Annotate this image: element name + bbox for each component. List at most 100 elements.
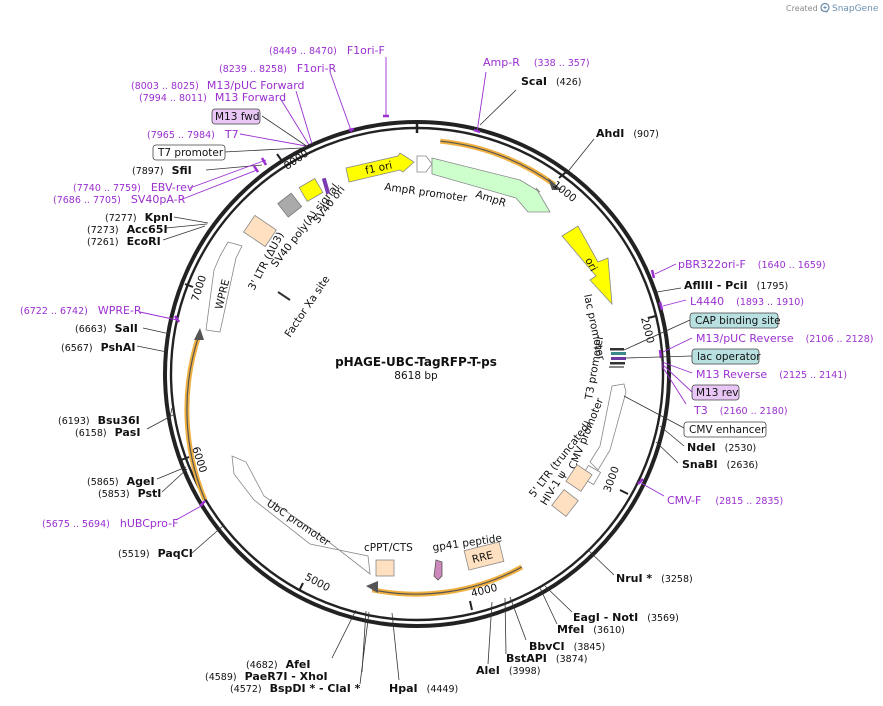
- backbone: [163, 120, 671, 628]
- feature-ubc-promoter: [231, 455, 371, 575]
- tick-label-3000: 3000: [602, 465, 622, 494]
- feature-rre: [463, 541, 505, 571]
- orf-arrow-left: [194, 328, 204, 340]
- site-bbvci[interactable]: BbvCI(3845): [529, 640, 605, 653]
- feature-label-rre: RRE: [471, 549, 495, 566]
- feature-ampr: [431, 157, 551, 213]
- feature-sv40-ori: [298, 178, 324, 202]
- primer-cmv-f[interactable]: CMV-F(2815 .. 2835): [667, 494, 783, 507]
- site-ndei[interactable]: NdeI(2530): [687, 441, 756, 454]
- restriction-sites: ScaI(426) AhdI(907) AflIII - PciI(1795) …: [58, 75, 788, 695]
- site-hpai[interactable]: HpaI(4449): [389, 682, 458, 695]
- site-alei[interactable]: AleI(3998): [476, 664, 540, 677]
- callout-cap-binding-site-box: [689, 312, 779, 329]
- primer-t3[interactable]: T3(2160 .. 2180): [693, 404, 788, 417]
- site-acc65i[interactable]: (7273)Acc65I: [87, 223, 168, 236]
- site-snabi[interactable]: SnaBI(2636): [682, 458, 758, 471]
- snapgene-brand-text: SnapGene: [832, 4, 879, 14]
- feature-wpre: [205, 241, 243, 333]
- site-nrui[interactable]: NruI *(3258): [616, 572, 693, 585]
- orf-arc-bottom: [371, 564, 524, 597]
- feature-label-f1-ori: f1 ori: [364, 160, 393, 177]
- tick-label-1000: 1000: [550, 179, 578, 205]
- site-agei[interactable]: (5865)AgeI: [87, 475, 155, 488]
- callout-m13-rev[interactable]: M13 rev: [696, 387, 739, 399]
- plasmid-length: 8618 bp: [394, 370, 438, 382]
- site-ecori[interactable]: (7261)EcoRI: [87, 235, 161, 248]
- callout-cmv-enhancer[interactable]: CMV enhancer: [689, 424, 766, 436]
- feature-5-ltr: [565, 464, 593, 492]
- primer-m13-forward[interactable]: (7994 .. 8011)M13 Forward: [139, 91, 286, 104]
- site-kpni[interactable]: (7277)KpnI: [105, 211, 173, 224]
- feature-lac-operator-region: [609, 348, 626, 368]
- site-psti[interactable]: (5853)PstI: [98, 487, 161, 500]
- callout-lac-operator[interactable]: lac operator: [697, 351, 761, 363]
- primer-f1ori-r[interactable]: (8239 .. 8258)F1ori-R: [219, 62, 336, 75]
- site-afliii-pcii[interactable]: AflIII - PciI(1795): [684, 279, 788, 292]
- feature-5-ltr-b: [551, 489, 579, 517]
- callout-m13-fwd-box: [211, 108, 261, 125]
- primer-m13-puc-reverse[interactable]: M13/pUC Reverse(2106 .. 2128): [696, 332, 873, 345]
- primer-amp-r[interactable]: Amp-R(338 .. 357): [483, 56, 590, 69]
- feature-label-ori: ori: [582, 256, 599, 274]
- site-paqci[interactable]: (5519)PaqCI: [118, 547, 193, 560]
- primer-t7[interactable]: (7965 .. 7984)T7: [147, 128, 239, 141]
- feature-cmv-promoter: [589, 383, 627, 471]
- site-afei[interactable]: (4682)AfeI: [246, 658, 310, 671]
- feature-f1-ori: [345, 152, 415, 183]
- plasmid-name: pHAGE-UBC-TagRFP-T-ps: [335, 355, 497, 369]
- site-sfii[interactable]: (7897)SfiI: [132, 164, 192, 177]
- site-bsu36i[interactable]: (6193)Bsu36I: [58, 414, 140, 427]
- tick-label-2000: 2000: [638, 316, 656, 345]
- orf-arcs: [184, 138, 562, 597]
- site-mfei[interactable]: MfeI(3610): [557, 623, 625, 636]
- feature-label-cppt-cts: cPPT/CTS: [364, 542, 413, 554]
- feature-small-marker: [321, 177, 331, 195]
- feature-label-ubc-promoter: UbC promoter: [264, 498, 332, 550]
- primer-m13-reverse[interactable]: M13 Reverse(2125 .. 2141): [696, 368, 847, 381]
- feature-label-ampr-promoter: AmpR promoter: [384, 181, 469, 205]
- primer-wpre-r[interactable]: (6722 .. 6742)WPRE-R: [20, 304, 142, 317]
- site-ahdi[interactable]: AhdI(907): [596, 127, 659, 140]
- callout-t7-promoter[interactable]: T7 promoter: [157, 147, 224, 159]
- feature-ori: [561, 225, 613, 306]
- site-sali[interactable]: (6663)SalI: [75, 322, 138, 335]
- boxed-callouts: CAP binding site lac operator M13 rev CM…: [152, 108, 781, 438]
- primer-pbr322ori-f[interactable]: pBR322ori-F(1640 .. 1659): [678, 258, 826, 271]
- snapgene-logo-icon: [820, 2, 830, 13]
- callout-m13-rev-box: [691, 384, 740, 401]
- primers: Amp-R(338 .. 357) pBR322ori-F(1640 .. 16…: [20, 44, 873, 530]
- callout-cmv-enhancer-box: [683, 421, 767, 438]
- primer-f1ori-f[interactable]: (8449 .. 8470)F1ori-F: [269, 44, 385, 57]
- site-scai[interactable]: ScaI(426): [521, 75, 582, 88]
- primer-hubcpro-f[interactable]: (5675 .. 5694)hUBCpro-F: [42, 517, 178, 530]
- callout-m13-fwd[interactable]: M13 fwd: [215, 111, 260, 123]
- created-by-text: Created by: [786, 4, 830, 13]
- feature-3-ltr: [243, 214, 277, 248]
- site-paer7i-xhoi[interactable]: (4589)PaeR7I - XhoI: [205, 670, 328, 683]
- tick-label-7000: 7000: [189, 274, 209, 303]
- site-pshai[interactable]: (6567)PshAI: [61, 341, 135, 354]
- callout-cap-binding-site[interactable]: CAP binding site: [695, 315, 781, 327]
- feature-factor-xa-site: [277, 291, 291, 301]
- site-bstapi[interactable]: BstAPI(3874): [506, 652, 587, 665]
- primer-l4440[interactable]: L4440(1893 .. 1910): [690, 295, 804, 308]
- feature-label-factor-xa: Factor Xa site: [283, 274, 333, 340]
- site-eagi-noti[interactable]: EagI - NotI(3569): [573, 611, 679, 624]
- feature-label-t3-promoter: T3 promoter: [583, 334, 606, 402]
- orf-arrow-bottom: [366, 581, 378, 593]
- primer-ebv-rev[interactable]: (7740 .. 7759)EBV-rev: [73, 181, 194, 194]
- site-pasi[interactable]: (6158)PasI: [75, 426, 140, 439]
- orf-arrow-ampr: [548, 178, 562, 190]
- callout-t7-promoter-box: [152, 144, 226, 161]
- feature-cppt-cts: [375, 559, 395, 577]
- callout-lac-operator-box: [691, 348, 760, 365]
- site-bspdi-clai[interactable]: (4572)BspDI * - ClaI *: [230, 682, 361, 695]
- tick-label-5000: 5000: [303, 571, 332, 594]
- feature-gp41-peptide: [433, 559, 443, 581]
- primer-sv40pa-r[interactable]: (7686 .. 7705)SV40pA-R: [53, 193, 186, 206]
- primer-m13-puc-forward[interactable]: (8003 .. 8025)M13/pUC Forward: [131, 79, 305, 92]
- feature-sv40-polya: [277, 192, 303, 218]
